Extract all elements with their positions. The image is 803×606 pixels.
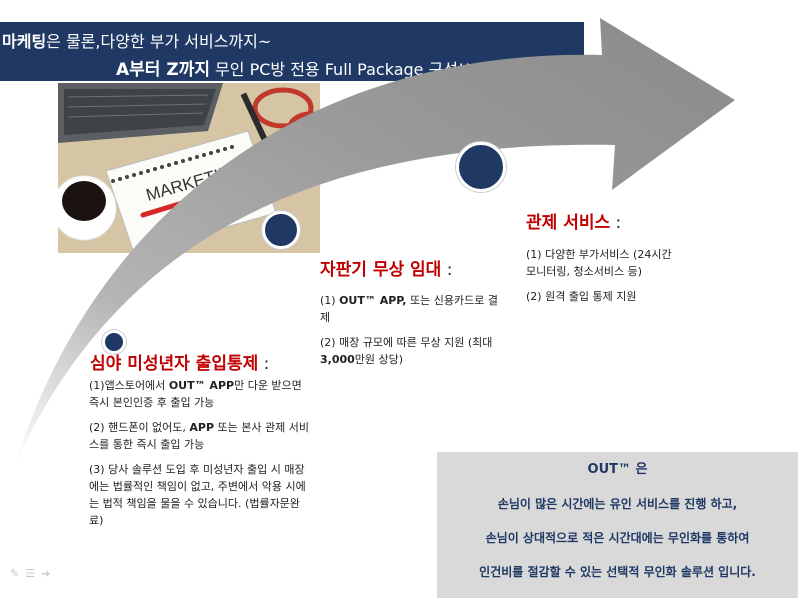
banner-line-1: 마케팅은 물론,다양한 부가 서비스까지~ — [2, 28, 271, 52]
banner-marketing-word: 마케팅 — [2, 32, 47, 51]
out-summary-box: OUT™ 은 손님이 많은 시간에는 유인 서비스를 진행 하고, 손님이 상대… — [437, 452, 798, 598]
banner-line-2-text: 무인 PC방 전용 Full Package 구성!!! — [209, 60, 478, 79]
heading-colon: : — [610, 213, 622, 233]
list-item: (2) 매장 규모에 따른 무상 지원 (최대 3,000만원 상당) — [320, 336, 493, 366]
amount-text: 3,000 — [320, 353, 355, 366]
summary-line-1: 손님이 많은 시간에는 유인 서비스를 진행 하고, — [497, 497, 738, 511]
app-text: APP — [189, 421, 215, 434]
section-heading-vending-machine: 자판기 무상 임대 : — [320, 255, 452, 280]
section-body-vending-machine: (1) OUT™ APP, 또는 신용카드로 결제 (2) 매장 규모에 따른 … — [320, 292, 500, 376]
milestone-circle-2 — [262, 211, 300, 249]
summary-title: OUT™ 은 — [587, 462, 648, 477]
pen-icon[interactable]: ✎ — [10, 567, 26, 580]
arrow-shape — [15, 18, 735, 465]
list-item: (1) 다양한 부가서비스 (24시간 모니터링, 청소서비스 등) — [526, 248, 672, 278]
banner-line-1-text: 은 물론,다양한 부가 서비스까지~ — [46, 32, 272, 51]
list-item: (2) 원격 출입 통제 지원 — [526, 290, 637, 303]
banner-line-2: A부터 Z까지 무인 PC방 전용 Full Package 구성!!! — [116, 55, 477, 80]
section-heading-monitoring: 관제 서비스 : — [526, 208, 621, 233]
section-body-minor-control: (1)앱스토어에서 OUT™ APP만 다운 받으면 즉시 본인인증 후 출입 … — [89, 377, 311, 537]
heading-colon: : — [441, 260, 453, 280]
out-app-text: OUT™ APP, — [339, 294, 407, 307]
section-heading-vending-machine-text: 자판기 무상 임대 — [320, 260, 442, 280]
out-app-text: OUT™ APP — [168, 379, 235, 392]
section-heading-minor-control: 심야 미성년자 출입통제 : — [90, 349, 269, 374]
list-item: (1)앱스토어에서 OUT™ APP만 다운 받으면 즉시 본인인증 후 출입 … — [89, 379, 302, 409]
menu-icon[interactable]: ☰ — [25, 567, 42, 580]
list-item: (2) 핸드폰이 없어도, APP 또는 본사 관제 서비스를 통한 즉시 출입… — [89, 421, 310, 451]
section-heading-minor-control-text: 심야 미성년자 출입통제 — [90, 354, 259, 374]
milestone-circle-3 — [456, 142, 506, 192]
banner-a-to-z: A부터 Z까지 — [116, 60, 210, 80]
header-banner: 마케팅은 물론,다양한 부가 서비스까지~ A부터 Z까지 무인 PC방 전용 … — [0, 22, 584, 81]
summary-line-2: 손님이 상대적으로 적은 시간대에는 무인화를 통하여 — [485, 531, 750, 545]
heading-colon: : — [258, 354, 270, 374]
summary-line-3: 인건비를 절감할 수 있는 선택적 무인화 솔루션 입니다. — [479, 565, 756, 579]
slide-toolbar[interactable]: ✎☰➜ — [10, 567, 56, 580]
next-arrow-icon[interactable]: ➜ — [41, 567, 57, 580]
section-body-monitoring: (1) 다양한 부가서비스 (24시간 모니터링, 청소서비스 등) (2) 원… — [526, 246, 680, 313]
list-item: (1) OUT™ APP, 또는 신용카드로 결제 — [320, 294, 498, 324]
list-item: (3) 당사 솔루션 도입 후 미성년자 출입 시 매장에는 법률적인 책임이 … — [89, 463, 306, 527]
section-heading-monitoring-text: 관제 서비스 — [526, 213, 611, 233]
milestone-circle-1 — [102, 330, 126, 354]
